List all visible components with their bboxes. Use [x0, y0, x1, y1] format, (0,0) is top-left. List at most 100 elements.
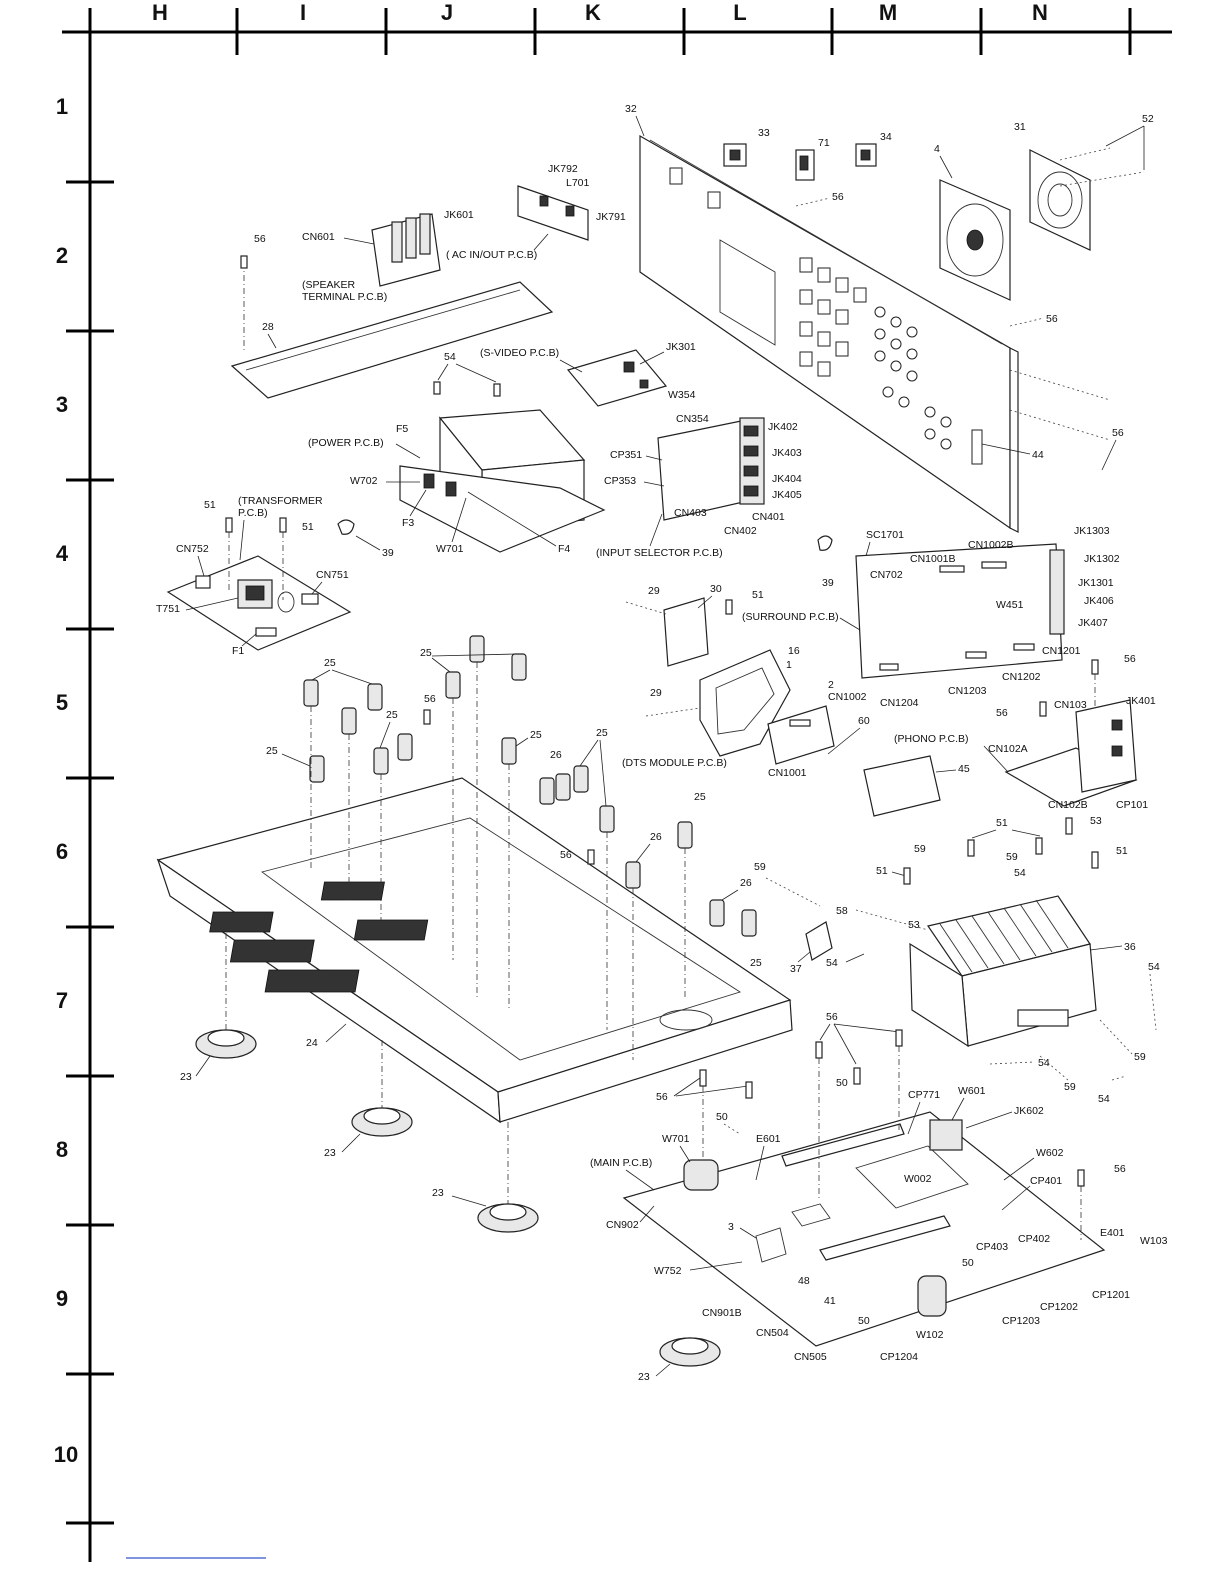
label-53-b: 53 [908, 919, 920, 931]
post-25 [573, 765, 589, 793]
leader [865, 541, 871, 557]
rear-panel-edge [1009, 347, 1019, 533]
label-51-dts: 51 [752, 589, 764, 601]
label-t751: T751 [156, 603, 180, 615]
connector-cn752 [195, 575, 211, 589]
label-jk792: JK792 [548, 163, 578, 175]
bracket-37 [805, 921, 833, 961]
transformer-core [245, 585, 265, 601]
leader [951, 1097, 965, 1121]
label-51-heatsink-b: 51 [1116, 845, 1128, 857]
foot-23-c [477, 1203, 539, 1233]
screw-path [1099, 1019, 1133, 1055]
label-28: 28 [262, 321, 274, 333]
panel-hole [707, 191, 721, 209]
jack-block [799, 321, 813, 337]
leader [355, 535, 381, 551]
foot-top [207, 1029, 245, 1047]
label-cn702: CN702 [870, 569, 903, 581]
label-jk407: JK407 [1078, 617, 1108, 629]
jack [623, 361, 635, 373]
label-dts-module-pcb: (DTS MODULE P.C.B) [622, 757, 727, 769]
vent-block [353, 919, 429, 941]
label-jk602: JK602 [1014, 1105, 1044, 1117]
leader [533, 233, 549, 251]
label-33: 33 [758, 127, 770, 139]
jack-block [835, 277, 849, 293]
label-26-a: 26 [550, 749, 562, 761]
bracket-33 [723, 143, 747, 167]
label-cp402: CP402 [1018, 1233, 1050, 1245]
clamp-shape [337, 519, 355, 535]
bracket-34 [855, 143, 877, 167]
surround-pcb [855, 543, 1065, 679]
leader [755, 1145, 765, 1181]
label-power-pcb: (POWER P.C.B) [308, 437, 384, 449]
label-56-chassis: 56 [424, 693, 436, 705]
label-w701-main: W701 [662, 1133, 690, 1145]
leader [907, 1101, 921, 1135]
connector-cn1002 [789, 719, 811, 727]
grid-frame: H I J K L M N 1 2 3 4 5 6 7 8 9 10 [54, 0, 1172, 1562]
label-25-h: 25 [750, 957, 762, 969]
screw-path [723, 1123, 741, 1135]
label-f3: F3 [402, 517, 414, 529]
fan-hub [966, 229, 984, 251]
screw [1077, 1169, 1085, 1187]
dts-module-pcb [767, 705, 835, 765]
label-cp101: CP101 [1116, 799, 1148, 811]
label-34: 34 [880, 131, 892, 143]
label-54-c: 54 [826, 957, 838, 969]
label-cp351: CP351 [610, 449, 642, 461]
screw [423, 709, 431, 725]
leader [739, 1227, 757, 1239]
depth-line [1009, 409, 1111, 441]
plate-body [230, 281, 554, 399]
post-25 [511, 653, 527, 681]
post-25 [501, 737, 517, 765]
label-3: 3 [728, 1221, 734, 1233]
leader [185, 597, 239, 611]
label-50-b: 50 [716, 1111, 728, 1123]
phono-pcb-upright [1075, 699, 1137, 793]
label-cp1202: CP1202 [1040, 1301, 1078, 1313]
connector [879, 663, 899, 671]
label-cn1002: CN1002 [828, 691, 867, 703]
label-45: 45 [958, 763, 970, 775]
leader [325, 1023, 347, 1043]
leader [1003, 1157, 1035, 1181]
jack [565, 205, 575, 217]
foot-top [489, 1203, 527, 1221]
bracket-16-body [699, 649, 791, 757]
bracket-71 [795, 149, 815, 181]
chassis-boss [659, 1009, 713, 1031]
screw-path [1059, 171, 1145, 187]
row-label-10: 10 [54, 1442, 78, 1467]
bracket-30-body [663, 597, 709, 667]
leader [697, 595, 713, 609]
leader [197, 555, 205, 577]
jack [539, 195, 549, 207]
leader [833, 1023, 901, 1033]
leader [437, 363, 449, 381]
foot-23-d [659, 1337, 721, 1367]
label-16: 16 [788, 645, 800, 657]
jack-block [799, 257, 813, 273]
rca-jack [940, 438, 952, 450]
screw [725, 599, 733, 615]
leader [239, 519, 245, 561]
leader [819, 1023, 831, 1041]
label-1: 1 [786, 659, 792, 671]
label-48: 48 [798, 1275, 810, 1287]
fin [1019, 903, 1053, 953]
jack-block [817, 331, 831, 347]
main-pcb-heatsink-area [855, 1145, 969, 1209]
row-label-1: 1 [56, 94, 68, 119]
foot-23-a [195, 1029, 257, 1059]
row-label-5: 5 [56, 690, 68, 715]
column-label-j: J [441, 0, 453, 25]
leader [833, 1023, 857, 1065]
leader [241, 633, 257, 647]
leader [635, 115, 645, 137]
screw-path [625, 601, 667, 615]
